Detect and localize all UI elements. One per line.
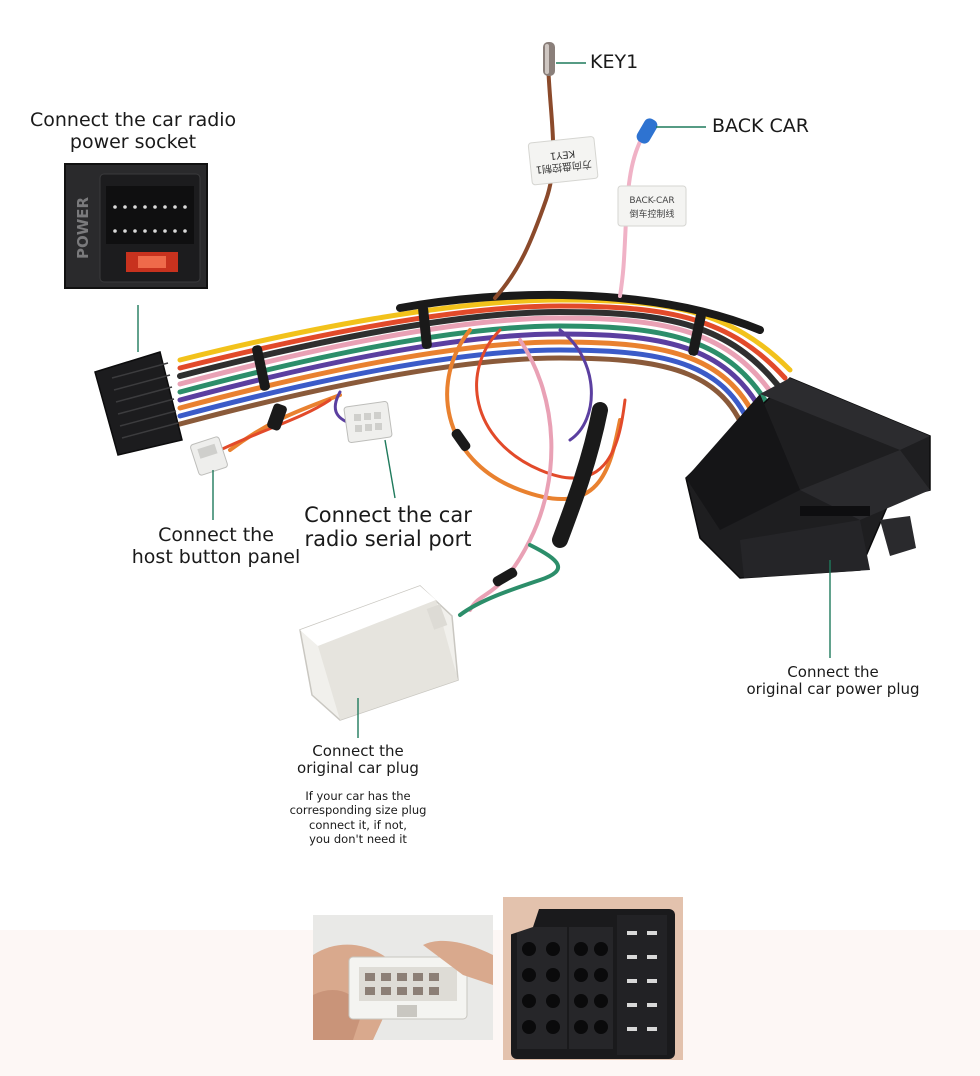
label-car-plug-line2: original car plug <box>297 759 419 778</box>
back-car-terminal <box>636 118 658 144</box>
label-host-button-line2: host button panel <box>131 545 301 568</box>
label-car-plug-line1: Connect the <box>312 742 404 760</box>
label-host-button-line1: Connect the <box>158 524 274 546</box>
label-serial-port-line2: radio serial port <box>304 527 472 552</box>
power-socket-label: POWER <box>74 197 92 260</box>
label-power-socket: Connect the car radio power socket <box>30 109 237 154</box>
photo-white-plug-in-hand <box>313 915 493 1040</box>
cable-ties <box>252 304 706 587</box>
label-power-socket-line2: power socket <box>69 130 197 153</box>
original-car-power-connector <box>685 377 931 579</box>
back-car-tag-text-2: 倒车控制线 <box>629 208 674 220</box>
label-serial-port-line1: Connect the car <box>304 503 472 527</box>
host-button-plug <box>190 436 228 476</box>
key1-terminal <box>543 42 555 76</box>
wire-bundle <box>177 60 793 617</box>
label-car-power-line2: original car power plug <box>746 680 920 699</box>
label-serial-port: Connect the car radio serial port <box>298 503 478 551</box>
power-socket-photo: POWER <box>64 163 208 289</box>
radio-harness-header-connector <box>94 351 183 456</box>
label-back-car: BACK CAR <box>712 115 809 137</box>
label-car-plug-note-line2: corresponding size plug <box>289 803 427 818</box>
label-car-plug-note: If your car has the corresponding size p… <box>270 789 446 847</box>
original-car-plug <box>299 585 459 721</box>
label-car-plug-note-line4: you don't need it <box>309 832 407 847</box>
label-car-power: Connect the original car power plug <box>740 663 926 699</box>
label-host-button: Connect the host button panel <box>116 524 316 569</box>
label-key1: KEY1 <box>590 51 639 73</box>
back-car-wire-tag: BACK-CAR 倒车控制线 <box>617 185 687 227</box>
label-power-socket-line1: Connect the car radio <box>30 109 237 131</box>
back-car-tag-text-1: BACK-CAR <box>629 196 674 206</box>
label-car-plug-note-line1: If your car has the <box>305 789 411 803</box>
power-socket-pins <box>113 205 187 233</box>
label-car-power-line1: Connect the <box>787 663 879 681</box>
key1-wire-tag: KEY1 方向盘控制1 <box>527 136 599 186</box>
key1-tag-text-1: KEY1 <box>549 147 575 161</box>
label-car-plug-note-line3: connect it, if not, <box>309 817 407 832</box>
serial-port-plug <box>343 401 393 443</box>
photo-black-iso-connector-in-hand <box>503 897 683 1060</box>
leader-lines <box>137 62 831 738</box>
leader-serial-port <box>384 439 396 499</box>
label-car-plug: Connect the original car plug <box>280 742 436 778</box>
